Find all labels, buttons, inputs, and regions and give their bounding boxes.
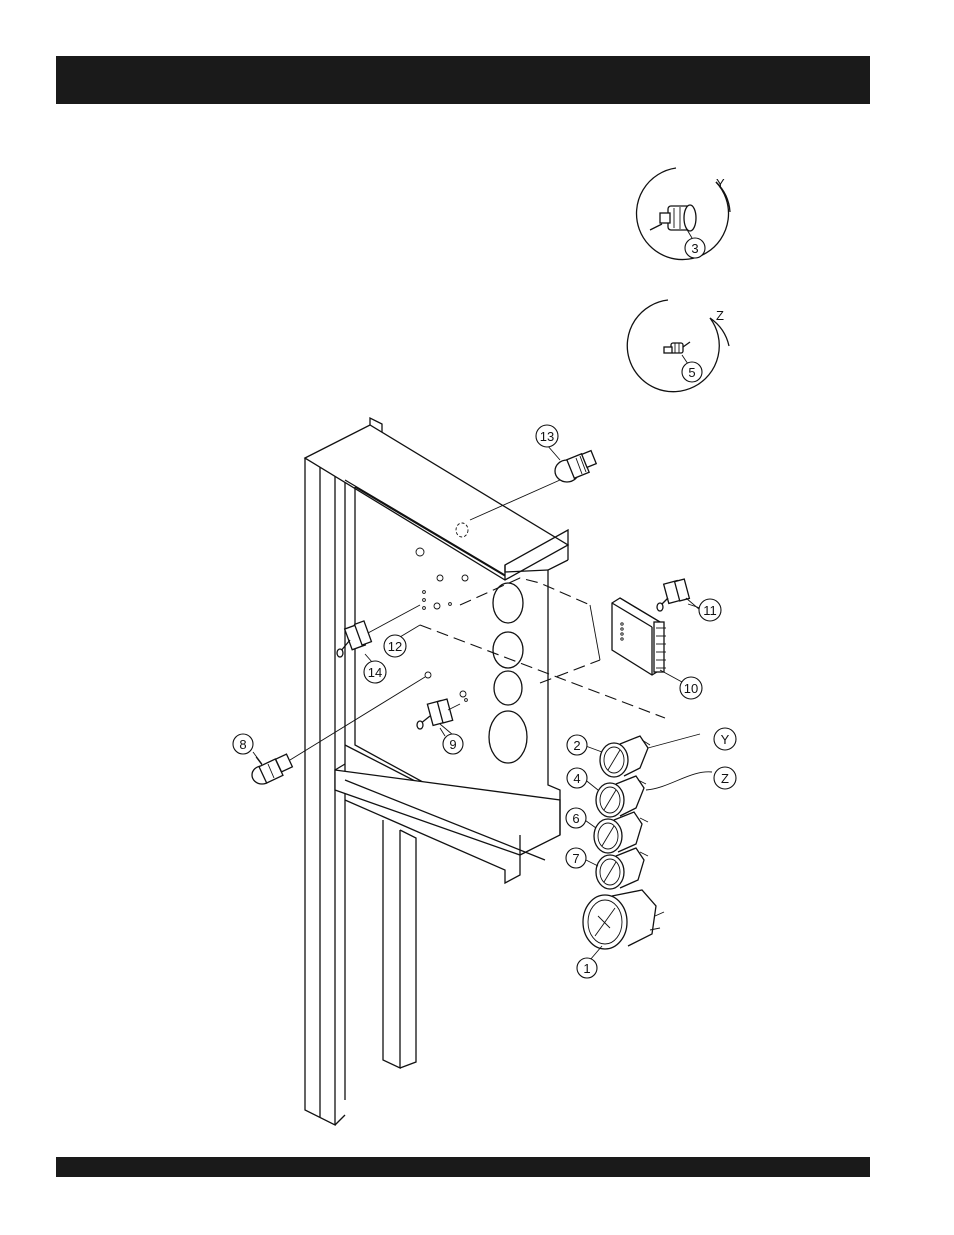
svg-text:5: 5: [688, 365, 695, 380]
callout-y: Y: [714, 728, 736, 750]
toggle-switch-11-icon: [657, 579, 700, 611]
svg-text:13: 13: [540, 429, 554, 444]
callout-12: 12: [384, 635, 406, 657]
detail-z: Z: [627, 300, 729, 392]
circuit-board-icon: [612, 598, 682, 682]
callout-1: 1: [577, 958, 597, 978]
callout-13: 13: [536, 425, 558, 447]
board-mount-outline: [460, 578, 590, 605]
control-box-enclosure: [305, 418, 568, 1125]
gauge-6-icon: [594, 812, 648, 853]
oil-pressure-sender-icon: [650, 205, 696, 231]
svg-text:14: 14: [368, 665, 382, 680]
detail-z-label: Z: [716, 308, 724, 323]
toggle-switch-14-icon: [337, 605, 420, 662]
gauge-2-icon: [600, 734, 700, 777]
svg-text:7: 7: [572, 851, 579, 866]
svg-text:3: 3: [691, 241, 698, 256]
svg-text:11: 11: [703, 603, 717, 618]
callout-z: Z: [714, 767, 736, 789]
svg-text:Y: Y: [721, 732, 730, 747]
callout-2: 2: [567, 735, 587, 755]
svg-text:1: 1: [583, 961, 590, 976]
callout-11: 11: [699, 599, 721, 621]
gauge-4-icon: [596, 772, 712, 817]
svg-text:4: 4: [573, 771, 580, 786]
footer-bar: [56, 1157, 870, 1177]
callout-14: 14: [364, 661, 386, 683]
callout-10: 10: [680, 677, 702, 699]
callout-8: 8: [233, 734, 253, 754]
temperature-switch-icon: [664, 342, 690, 353]
callout-3: 3: [685, 238, 705, 258]
gauge-1-icon: [583, 890, 664, 949]
callout-5: 5: [682, 362, 702, 382]
svg-text:6: 6: [572, 811, 579, 826]
callout-4: 4: [567, 768, 587, 788]
callout-9: 9: [443, 734, 463, 754]
svg-text:9: 9: [449, 737, 456, 752]
detail-y: Y: [637, 168, 730, 260]
svg-text:Z: Z: [721, 771, 729, 786]
gauge-7-icon: [596, 848, 648, 889]
callout-7: 7: [566, 848, 586, 868]
svg-text:2: 2: [573, 738, 580, 753]
svg-text:8: 8: [239, 737, 246, 752]
toggle-switch-9-icon: [417, 699, 460, 736]
svg-text:12: 12: [388, 639, 402, 654]
detail-y-label: Y: [716, 176, 725, 191]
svg-text:10: 10: [684, 681, 698, 696]
callout-6: 6: [566, 808, 586, 828]
